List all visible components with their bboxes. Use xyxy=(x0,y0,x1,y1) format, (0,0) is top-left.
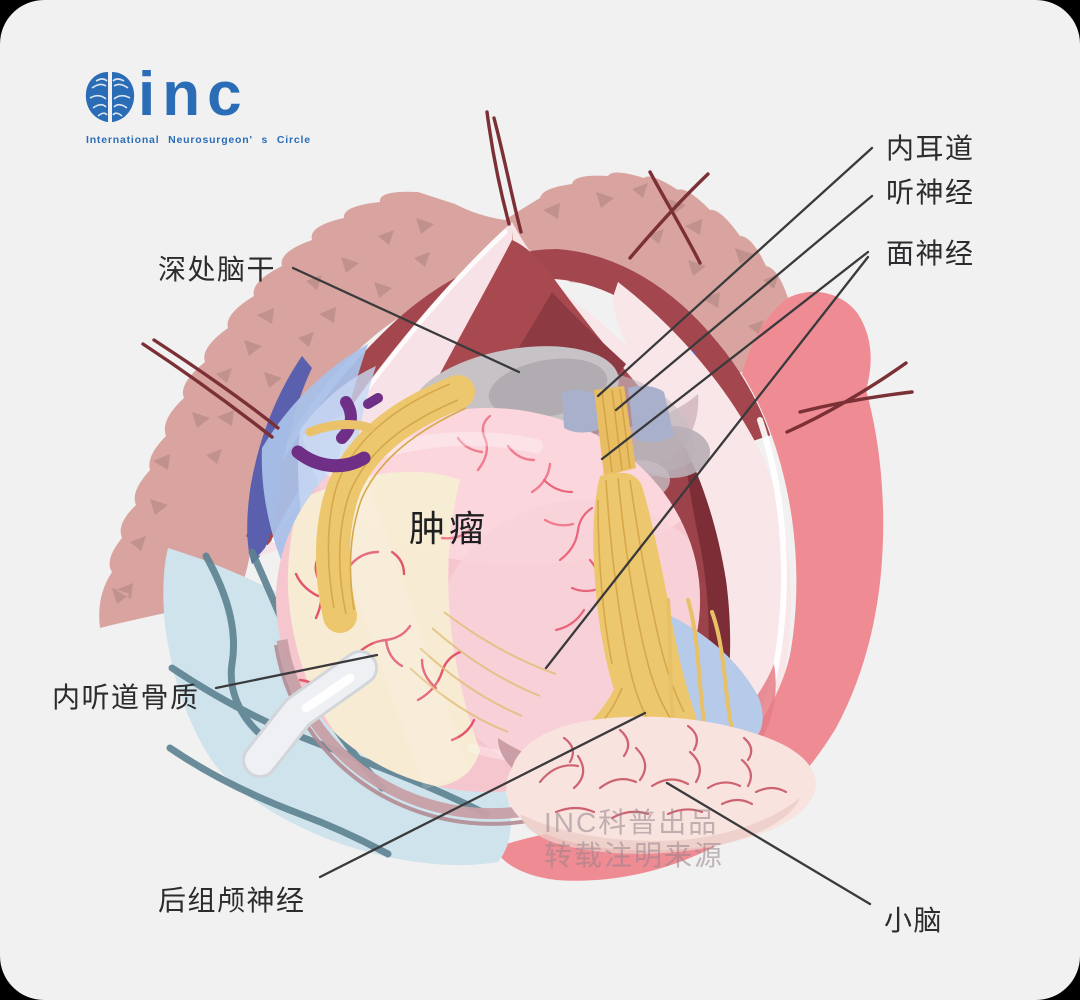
cerebellum-shape xyxy=(498,716,817,854)
label-auditory-nerve: 听神经 xyxy=(886,177,975,208)
suture-threads xyxy=(141,110,914,439)
label-lower-cranial-nerves: 后组颅神经 xyxy=(158,885,306,916)
logo-wordmark: inc xyxy=(138,60,249,129)
leader-facial-nerve-b xyxy=(544,255,870,670)
leader-lines xyxy=(214,146,874,906)
cerebellum-folia xyxy=(538,724,788,820)
leader-cerebellum xyxy=(665,781,872,906)
label-facial-nerve: 面神经 xyxy=(886,238,975,269)
watermark: INC科普出品 转载注明来源 xyxy=(544,806,724,872)
watermark-line1: INC科普出品 xyxy=(544,807,719,838)
leader-auditory-nerve xyxy=(614,194,874,412)
leader-lower-cranial-nerves xyxy=(318,711,647,879)
brain-icon xyxy=(85,72,135,122)
dura-flap-right-band xyxy=(612,282,791,764)
label-internal-auditory-canal: 内耳道 xyxy=(886,133,975,164)
label-tumor: 肿瘤 xyxy=(409,508,490,549)
leader-internal-auditory-canal xyxy=(596,146,874,398)
lower-nerve-strands xyxy=(409,611,557,733)
leader-deep-brainstem xyxy=(291,266,521,374)
leader-iac-bone xyxy=(214,653,379,690)
watermark-line2: 转载注明来源 xyxy=(544,840,725,871)
label-cerebellum: 小脑 xyxy=(884,905,944,936)
dissector-instrument xyxy=(242,650,378,778)
inc-logo: inc International Neurosurgeon' s Circle xyxy=(84,62,344,152)
nerve-bundles xyxy=(291,375,674,633)
label-deep-brainstem: 深处脑干 xyxy=(158,254,277,285)
logo-subtitle: International Neurosurgeon' s Circle xyxy=(86,134,311,146)
leader-facial-nerve-a xyxy=(600,250,870,461)
label-iac-bone: 内听道骨质 xyxy=(52,682,200,713)
